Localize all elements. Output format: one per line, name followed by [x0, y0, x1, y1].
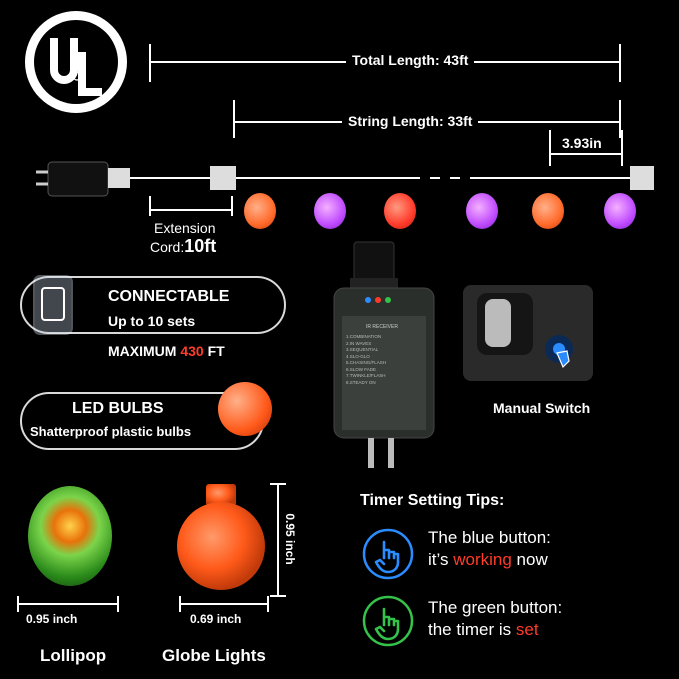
extension-cord-label: Cord:10ft: [150, 236, 216, 257]
blue-line2-suffix: now: [516, 550, 548, 569]
green-button-line1: The green button:: [428, 598, 563, 617]
lollipop-width-dimension: [16, 596, 120, 612]
green-line2-prefix: the timer is: [428, 620, 512, 639]
bulb-6: [604, 193, 636, 229]
bulb-3: [384, 193, 416, 229]
blue-line2-prefix: it’s: [428, 550, 449, 569]
bulb-4: [466, 193, 498, 229]
mode-5: 5.CHASING/FLASH: [346, 360, 387, 365]
bulb-spacing-dimension: 3.93in: [548, 130, 624, 170]
mode-1: 1.COMBINATION: [346, 334, 382, 339]
extension-label: Extension: [154, 220, 216, 236]
ul-logo: UL: [22, 8, 130, 116]
mode-4: 4.SLO-GLO: [346, 353, 370, 359]
string-length-dimension: String Length: 33ft: [232, 100, 622, 140]
globe-height-dimension: [270, 482, 286, 598]
timer-title: Timer Setting Tips:: [360, 492, 505, 509]
green-button-line2: the timer is set: [428, 620, 539, 640]
blue-line2-highlight: working: [453, 550, 512, 569]
lollipop-label: Lollipop: [40, 646, 107, 665]
max-prefix: MAXIMUM: [108, 343, 177, 359]
led-bulbs-title: LED BULBS: [72, 400, 164, 417]
green-hand-icon: [362, 595, 414, 647]
bulb-5: [532, 193, 564, 229]
mode-3: 3.SEQUENTIAL: [346, 347, 379, 352]
mode-2: 2.IN WAVES: [346, 340, 372, 346]
blue-hand-icon: [362, 528, 414, 580]
globe-label: Globe Lights: [162, 646, 266, 665]
lollipop-width-label: 0.95 inch: [26, 612, 78, 626]
green-line2-highlight: set: [515, 620, 539, 639]
orange-bulb-image: [218, 382, 272, 436]
light-string: [30, 150, 670, 240]
max-unit: FT: [207, 343, 225, 359]
controller-image: IR RECEIVER 1.COMBINATION 2.IN WAVES 3.S…: [330, 241, 440, 472]
maximum-line: MAXIMUM 430 FT: [108, 343, 225, 359]
blue-button-line2: it’s working now: [428, 550, 548, 570]
mode-6: 6.SLOW FADE: [346, 366, 377, 372]
blue-button-line1: The blue button:: [428, 528, 551, 547]
globe-bulb-image: [176, 484, 266, 596]
lollipop-bulb-image: [28, 486, 112, 586]
total-length-dimension: Total Length: 43ft: [148, 44, 622, 84]
controller-modes: 1.COMBINATION 2.IN WAVES 3.SEQUENTIAL 4.…: [346, 334, 386, 386]
extension-dimension: [148, 196, 234, 216]
bulb-2: [314, 193, 346, 229]
manual-switch-image: [463, 285, 593, 381]
globe-height-label: 0.95 inch: [283, 513, 297, 565]
max-value: 430: [180, 343, 204, 359]
globe-width-dimension: [178, 596, 270, 612]
globe-width-label: 0.69 inch: [190, 612, 242, 626]
controller-label: IR RECEIVER: [366, 324, 398, 330]
string-length-label: String Length: 33ft: [342, 113, 479, 129]
bulb-spacing-label: 3.93in: [556, 135, 608, 151]
connector-icon: [18, 270, 88, 340]
mode-7: 7.TWINKLE/FLASH: [346, 373, 386, 378]
total-length-label: Total Length: 43ft: [346, 52, 475, 68]
bulb-1: [244, 193, 276, 229]
connectable-title: CONNECTABLE: [108, 288, 230, 305]
manual-switch-label: Manual Switch: [493, 400, 591, 416]
connectable-subtitle: Up to 10 sets: [108, 313, 196, 329]
led-bulbs-subtitle: Shatterproof plastic bulbs: [30, 424, 192, 439]
extension-cord-prefix: Cord:: [150, 239, 185, 255]
extension-cord-value: 10ft: [184, 236, 217, 256]
mode-8: 8.STEADY ON: [346, 379, 376, 385]
